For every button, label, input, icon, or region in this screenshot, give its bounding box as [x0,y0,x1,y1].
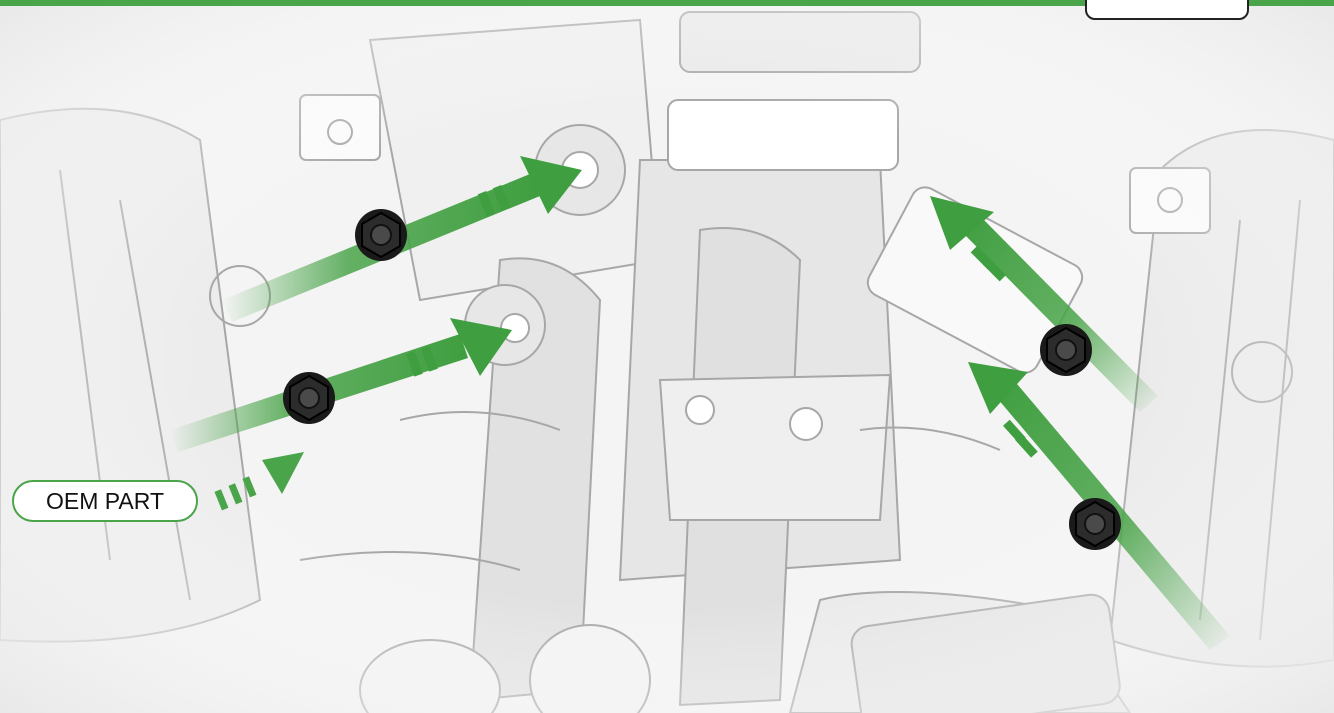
hex-flange-nut-icon [355,209,407,261]
hex-flange-nut-icon [1040,324,1092,376]
hex-flange-nut-icon [1069,498,1121,550]
corner-tab [1085,0,1249,20]
hex-flange-nut-icon [283,372,335,424]
oem-part-label: OEM PART [12,480,198,522]
